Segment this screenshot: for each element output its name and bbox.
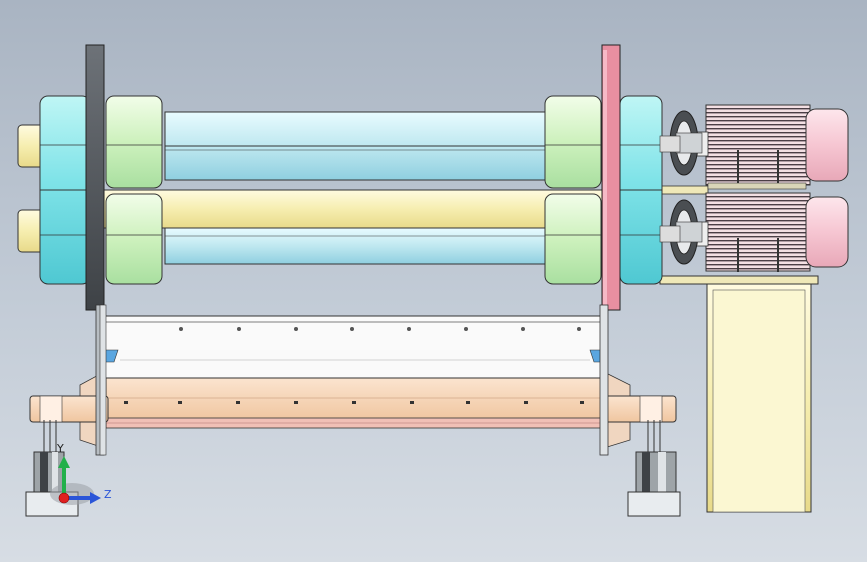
motor-lower [695,192,849,272]
y-axis-arrowhead [58,456,70,468]
z-axis-label: Z [104,488,112,501]
y-axis-label: Y [56,442,64,455]
roller-shafts [99,111,606,265]
motor-support [659,185,819,513]
motor-upper [695,104,849,190]
left-bearing-hubs [17,95,163,285]
left-side-plate [85,44,107,456]
right-side-plate [599,44,621,456]
x-axis-origin-icon [58,492,70,504]
trough-assembly [25,315,681,517]
coupling-upper [669,110,703,176]
right-bearing-hubs [544,95,681,285]
z-axis-arrowhead [90,492,101,504]
coordinate-triad[interactable]: Y Z [50,442,112,505]
